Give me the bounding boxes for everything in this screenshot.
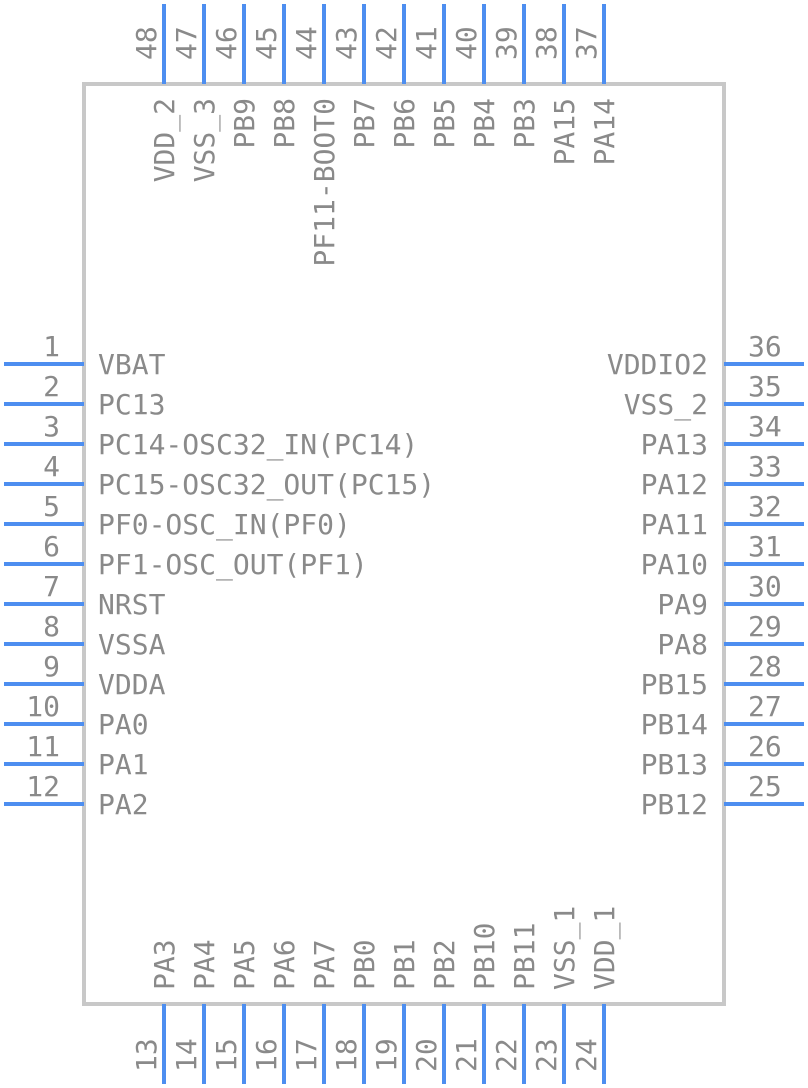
pin-name: VDD_2 (148, 98, 182, 182)
pin-number: 17 (290, 1038, 323, 1072)
pin-number: 32 (748, 490, 782, 523)
pin-number: 33 (748, 450, 782, 483)
pin-name: PA5 (228, 939, 261, 990)
pin-name: NRST (98, 588, 166, 621)
pin-number: 3 (43, 410, 60, 443)
pin-number: 48 (130, 26, 163, 60)
pin-number: 24 (570, 1038, 603, 1072)
pin-name: PA13 (641, 428, 708, 461)
pin-name: PB8 (268, 98, 301, 149)
pin-number: 14 (170, 1038, 203, 1072)
pin-name: PA1 (98, 748, 149, 781)
pin-name: VDDA (98, 668, 166, 701)
pin-number: 4 (43, 450, 60, 483)
pin-name: PA9 (657, 588, 708, 621)
pin-name: PF11-BOOT0 (308, 98, 341, 267)
pin-name: PA12 (641, 468, 708, 501)
pin-name: PA6 (268, 939, 301, 990)
pin-name: VSS_2 (624, 388, 708, 422)
pin-number: 34 (748, 410, 782, 443)
pin-name: PC13 (98, 388, 165, 421)
ic-body (82, 82, 726, 1006)
pin-name: PB13 (641, 748, 708, 781)
pin-name: PB9 (228, 98, 261, 149)
pin-number: 25 (748, 770, 782, 803)
pin-name: PB14 (641, 708, 708, 741)
pin-number: 31 (748, 530, 782, 563)
pin-name: PA11 (641, 508, 708, 541)
pin-number: 11 (26, 730, 60, 763)
pin-number: 40 (450, 26, 483, 60)
pin-name: PA2 (98, 788, 149, 821)
pin-number: 21 (450, 1038, 483, 1072)
pin-name: PB6 (388, 98, 421, 149)
pin-number: 12 (26, 770, 60, 803)
pin-name: PA10 (641, 548, 708, 581)
pin-name: PA3 (148, 939, 181, 990)
pin-name: PB10 (468, 923, 501, 990)
pin-number: 41 (410, 26, 443, 60)
pin-number: 43 (330, 26, 363, 60)
pin-name: PB0 (348, 939, 381, 990)
pin-name: PB7 (348, 98, 381, 149)
pin-number: 22 (490, 1038, 523, 1072)
pin-number: 28 (748, 650, 782, 683)
pin-name: PC15-OSC32_OUT(PC15) (98, 468, 435, 502)
pin-name: PB4 (468, 98, 501, 149)
pin-number: 6 (43, 530, 60, 563)
pin-number: 42 (370, 26, 403, 60)
pin-number: 39 (490, 26, 523, 60)
pin-name: PB11 (508, 923, 541, 990)
pin-name: PA15 (548, 98, 581, 165)
pin-number: 2 (43, 370, 60, 403)
pin-name: PB3 (508, 98, 541, 149)
pin-name: PF1-OSC_OUT(PF1) (98, 548, 368, 582)
pin-number: 44 (290, 26, 323, 60)
pin-name: PC14-OSC32_IN(PC14) (98, 428, 418, 462)
pin-number: 27 (748, 690, 782, 723)
pin-number: 36 (748, 330, 782, 363)
pin-number: 37 (570, 26, 603, 60)
pin-number: 26 (748, 730, 782, 763)
pin-number: 45 (250, 26, 283, 60)
pin-number: 19 (370, 1038, 403, 1072)
pin-number: 8 (43, 610, 60, 643)
pin-number: 23 (530, 1038, 563, 1072)
pin-number: 35 (748, 370, 782, 403)
pin-number: 16 (250, 1038, 283, 1072)
pin-number: 13 (130, 1038, 163, 1072)
pin-name: PB1 (388, 939, 421, 990)
pin-name: VSSA (98, 628, 166, 661)
pin-name: VSS_1 (548, 906, 582, 990)
pin-number: 18 (330, 1038, 363, 1072)
pin-name: VDD_1 (588, 906, 622, 990)
pin-number: 47 (170, 26, 203, 60)
pin-name: PB2 (428, 939, 461, 990)
pin-name: PA8 (657, 628, 708, 661)
pin-number: 20 (410, 1038, 443, 1072)
pin-number: 9 (43, 650, 60, 683)
pin-name: PA14 (588, 98, 621, 165)
pin-number: 1 (43, 330, 60, 363)
pin-name: PB5 (428, 98, 461, 149)
pin-name: VBAT (98, 348, 166, 381)
pin-name: PA4 (188, 939, 221, 990)
pin-number: 5 (43, 490, 60, 523)
pin-name: PF0-OSC_IN(PF0) (98, 508, 351, 542)
pin-name: PA0 (98, 708, 149, 741)
pin-name: PB15 (641, 668, 708, 701)
pin-number: 15 (210, 1038, 243, 1072)
pin-number: 46 (210, 26, 243, 60)
pin-number: 29 (748, 610, 782, 643)
pin-name: PA7 (308, 939, 341, 990)
pin-name: VDDIO2 (607, 348, 708, 381)
pin-number: 30 (748, 570, 782, 603)
pin-number: 38 (530, 26, 563, 60)
pin-name: VSS_3 (188, 98, 222, 182)
pin-name: PB12 (641, 788, 708, 821)
pin-number: 10 (26, 690, 60, 723)
pin-number: 7 (43, 570, 60, 603)
